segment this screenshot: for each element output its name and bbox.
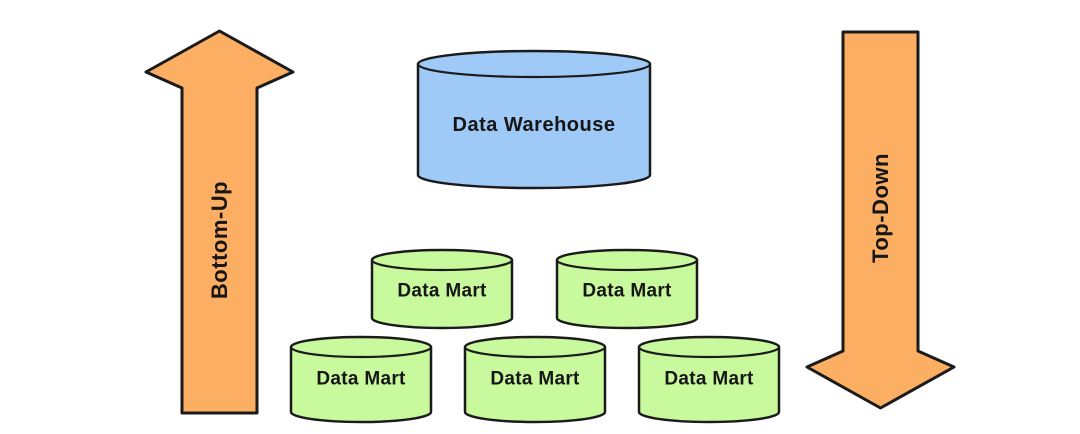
data-warehouse-label: Data Warehouse — [453, 114, 616, 136]
up-arrow-icon — [144, 29, 295, 415]
cylinder-top-edge — [555, 259, 699, 272]
cylinder-body — [289, 335, 433, 424]
data-mart-cylinder-bottom-3: Data Mart — [637, 335, 781, 424]
data-mart-label: Data Mart — [316, 369, 406, 390]
data-mart-label: Data Mart — [490, 369, 580, 390]
cylinder-top-edge — [289, 346, 433, 359]
data-mart-label: Data Mart — [397, 281, 487, 302]
cylinder-top-edge — [416, 63, 652, 79]
cylinder-top-edge — [637, 346, 781, 359]
top-down-arrow: Top-Down — [805, 30, 956, 410]
bottom-up-arrow-label: Bottom-Up — [207, 181, 232, 299]
data-mart-cylinder-bottom-2: Data Mart — [463, 335, 607, 424]
data-mart-label: Data Mart — [582, 281, 672, 302]
data-mart-label: Data Mart — [664, 369, 754, 390]
data-warehouse-cylinder: Data Warehouse — [416, 49, 652, 190]
down-arrow-icon — [805, 30, 956, 410]
bottom-up-arrow: Bottom-Up — [144, 29, 295, 415]
data-mart-cylinder-bottom-1: Data Mart — [289, 335, 433, 424]
top-down-arrow-label: Top-Down — [868, 153, 893, 263]
cylinder-body — [637, 335, 781, 424]
cylinder-body — [416, 49, 652, 190]
data-mart-cylinder-top-1: Data Mart — [370, 248, 514, 330]
cylinder-top-edge — [463, 346, 607, 359]
cylinder-top-edge — [370, 259, 514, 272]
data-mart-cylinder-top-2: Data Mart — [555, 248, 699, 330]
cylinder-body — [463, 335, 607, 424]
